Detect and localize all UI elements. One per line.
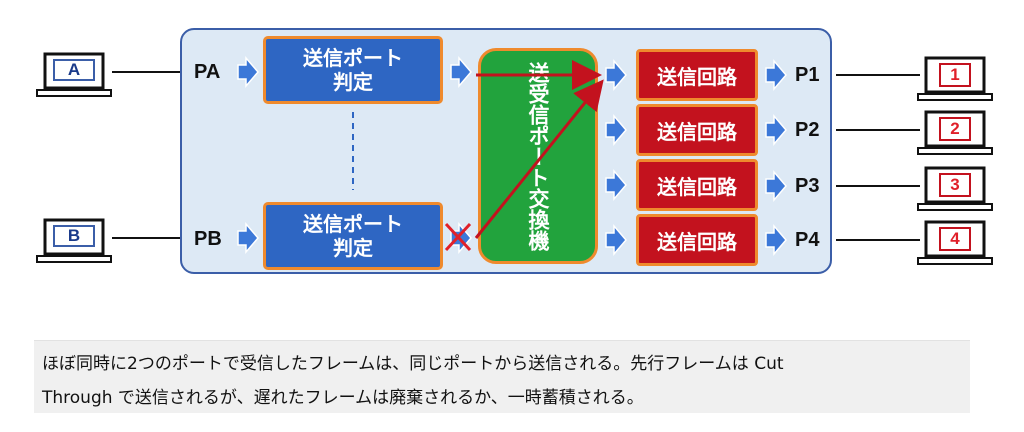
port-pa-label: PA bbox=[194, 61, 221, 83]
decide-box-a: 送信ポート 判定 bbox=[263, 36, 443, 104]
arrow-icon-ex-out-3 bbox=[605, 168, 627, 202]
host-b: B bbox=[35, 218, 113, 266]
blocked-x-icon bbox=[444, 222, 472, 252]
host-4-label: 4 bbox=[950, 229, 960, 248]
host-1: 1 bbox=[916, 56, 994, 104]
decide-b-line1: 送信ポート bbox=[303, 212, 403, 236]
laptop-icon bbox=[917, 110, 993, 155]
path-line-b bbox=[474, 79, 604, 239]
circuit-1-label: 送信回路 bbox=[657, 64, 737, 89]
circuit-3-label: 送信回路 bbox=[657, 174, 737, 199]
port-pb-label: PB bbox=[194, 228, 222, 250]
host-3-label: 3 bbox=[950, 175, 960, 194]
arrow-icon-ex-out-1 bbox=[605, 58, 627, 92]
arrow-icon-circuit-out-1 bbox=[765, 58, 787, 92]
arrow-icon-ex-out-4 bbox=[605, 223, 627, 257]
circuit-box-3: 送信回路 bbox=[636, 159, 758, 211]
caption-box: ほぼ同時に2つのポートで受信したフレームは、同じポートから送信される。先行フレー… bbox=[34, 340, 970, 413]
laptop-icon bbox=[917, 220, 993, 265]
laptop-icon bbox=[917, 166, 993, 211]
laptop-icon bbox=[36, 52, 112, 97]
arrow-icon-circuit-out-3 bbox=[765, 169, 787, 203]
arrow-icon-ex-out-2 bbox=[605, 113, 627, 147]
circuit-box-4: 送信回路 bbox=[636, 214, 758, 266]
decide-a-line2: 判定 bbox=[333, 70, 373, 94]
host-b-label: B bbox=[67, 226, 81, 245]
host-4: 4 bbox=[916, 220, 994, 268]
circuit-box-1: 送信回路 bbox=[636, 49, 758, 101]
decide-box-b: 送信ポート 判定 bbox=[263, 202, 443, 270]
caption-line-2: Through で送信されるが、遅れたフレームは廃棄されるか、一時蓄積される。 bbox=[42, 388, 644, 408]
exchange-line1: 送受信ポート bbox=[526, 61, 550, 188]
arrow-icon-circuit-out-2 bbox=[765, 113, 787, 147]
circuit-box-2: 送信回路 bbox=[636, 104, 758, 156]
exchange-line2: 交換機 bbox=[526, 187, 550, 251]
host-a-label: A bbox=[67, 60, 81, 79]
block-arrows bbox=[237, 55, 787, 257]
port-p2-label: P2 bbox=[795, 119, 820, 141]
laptop-icon bbox=[36, 218, 112, 263]
host-1-label: 1 bbox=[950, 65, 960, 84]
dashed-separator bbox=[352, 112, 354, 190]
host-a: A bbox=[35, 52, 113, 100]
arrow-icon-pa bbox=[237, 55, 259, 89]
arrow-icon-pb bbox=[237, 221, 259, 255]
arrow-icon-decide-a-out bbox=[450, 55, 472, 89]
circuit-2-label: 送信回路 bbox=[657, 119, 737, 144]
caption-line-1: ほぼ同時に2つのポートで受信したフレームは、同じポートから送信される。先行フレー… bbox=[42, 354, 784, 374]
host-3: 3 bbox=[916, 166, 994, 214]
host-2-label: 2 bbox=[950, 119, 960, 138]
decide-a-line1: 送信ポート bbox=[303, 46, 403, 70]
circuit-4-label: 送信回路 bbox=[657, 229, 737, 254]
port-p1-label: P1 bbox=[795, 64, 820, 86]
port-p4-label: P4 bbox=[795, 229, 820, 251]
decide-b-line2: 判定 bbox=[333, 236, 373, 260]
laptop-icon bbox=[917, 56, 993, 101]
host-2: 2 bbox=[916, 110, 994, 158]
arrow-icon-circuit-out-4 bbox=[765, 223, 787, 257]
port-p3-label: P3 bbox=[795, 175, 820, 197]
